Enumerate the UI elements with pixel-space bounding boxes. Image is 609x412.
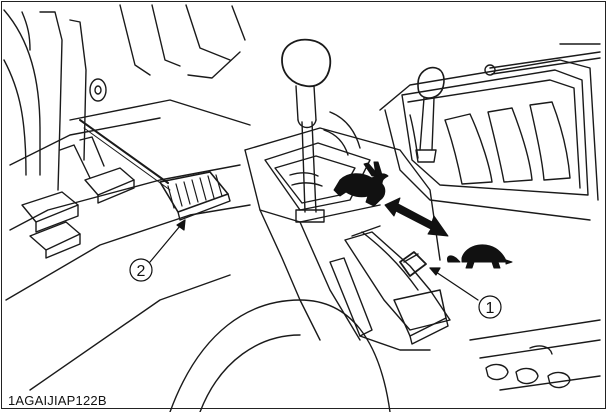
steering-column [3, 9, 107, 191]
callout-leader-1 [429, 267, 479, 301]
rabbit-icon [333, 161, 389, 207]
left-pedals [21, 136, 135, 259]
center-console [244, 127, 441, 341]
callout-1-label: 1 [486, 300, 495, 317]
callout-1: 1 [478, 295, 502, 319]
figure-code: 1AGAIJIAP122B [8, 393, 107, 408]
hydraulic-rod [484, 43, 601, 76]
foot-throttle-pedal [79, 119, 231, 221]
seat-outline [169, 299, 391, 412]
callout-2-label: 2 [137, 263, 146, 280]
position-control-lever [415, 66, 445, 163]
cab-pillars [119, 4, 246, 79]
cab-floor [5, 99, 251, 391]
hand-throttle-lever [329, 225, 451, 351]
callout-2: 2 [129, 258, 153, 282]
right-side-panel [379, 59, 599, 221]
callout-leader-2 [149, 219, 186, 263]
double-arrow-icon [384, 197, 449, 237]
turtle-icon [447, 244, 513, 269]
gear-shift-lever [281, 38, 361, 223]
lower-right-controls [469, 319, 601, 391]
